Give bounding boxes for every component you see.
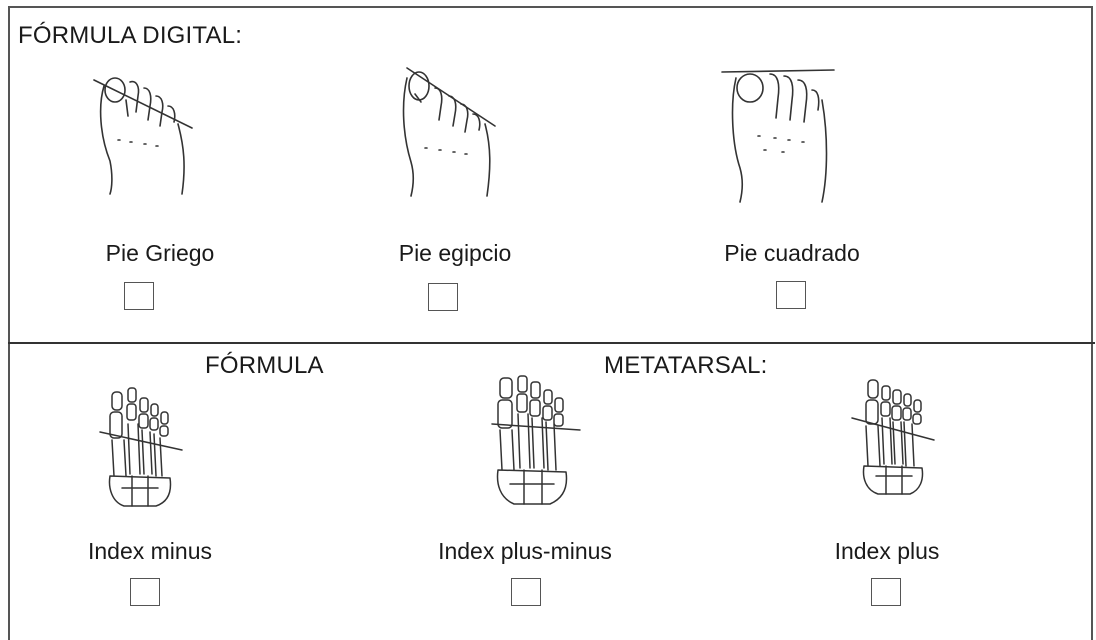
label-pie-griego: Pie Griego — [105, 240, 215, 266]
section-divider — [8, 342, 1095, 344]
checkbox-pie-griego[interactable] — [124, 282, 154, 310]
checkbox-index-minus[interactable] — [130, 578, 160, 606]
greek-foot-icon — [88, 66, 198, 196]
square-foot-icon — [718, 64, 838, 204]
label-index-plus-minus: Index plus-minus — [438, 538, 612, 564]
checkbox-index-plus-minus[interactable] — [511, 578, 541, 606]
label-pie-egipcio: Pie egipcio — [398, 240, 512, 266]
index-minus-skeleton-icon — [98, 384, 188, 514]
index-plus-minus-skeleton-icon — [488, 372, 584, 512]
index-plus-skeleton-icon — [848, 376, 938, 502]
metatarsal-formula-title-part1: FÓRMULA — [205, 352, 324, 379]
egyptian-foot-icon — [395, 64, 505, 198]
label-index-minus: Index minus — [87, 538, 213, 564]
checkbox-pie-cuadrado[interactable] — [776, 281, 806, 309]
label-pie-cuadrado: Pie cuadrado — [724, 240, 860, 266]
label-index-plus: Index plus — [834, 538, 940, 564]
form-frame — [8, 6, 1093, 640]
checkbox-index-plus[interactable] — [871, 578, 901, 606]
metatarsal-formula-title-part2: METATARSAL: — [604, 352, 768, 379]
checkbox-pie-egipcio[interactable] — [428, 283, 458, 311]
digital-formula-title: FÓRMULA DIGITAL: — [18, 22, 243, 49]
